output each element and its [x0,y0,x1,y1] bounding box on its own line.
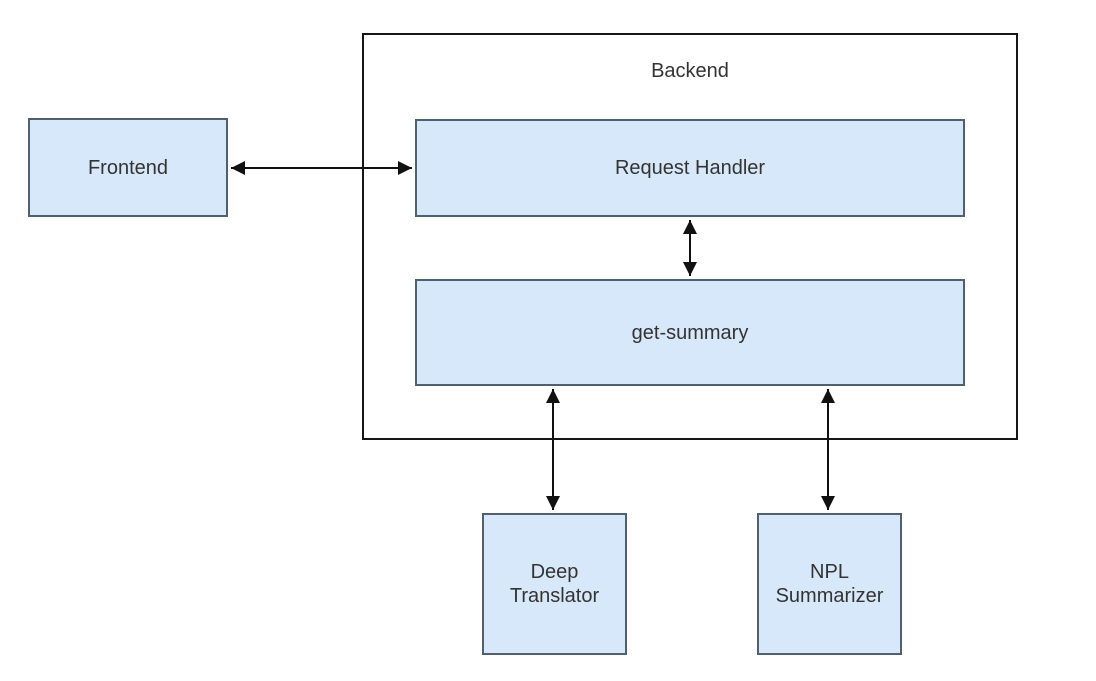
node-get-summary: get-summary [415,279,965,386]
npl-summarizer-label-line1: NPL [810,561,849,583]
deep-translator-label-line1: Deep [530,561,579,583]
npl-summarizer-label-line2: Summarizer [775,585,884,607]
node-npl-summarizer: NPL Summarizer [757,513,902,655]
deep-translator-label-line2: Translator [509,585,600,607]
request-handler-label: Request Handler [614,157,766,179]
frontend-label: Frontend [87,156,169,179]
get-summary-label: get-summary [631,321,749,344]
node-deep-translator: Deep Translator [482,513,627,655]
npl-summarizer-label: NPL Summarizer [776,560,884,608]
node-request-handler: Request Handler [415,119,965,217]
backend-container-title: Backend [651,60,729,82]
deep-translator-label: Deep Translator [510,560,599,608]
node-frontend: Frontend [28,118,228,217]
